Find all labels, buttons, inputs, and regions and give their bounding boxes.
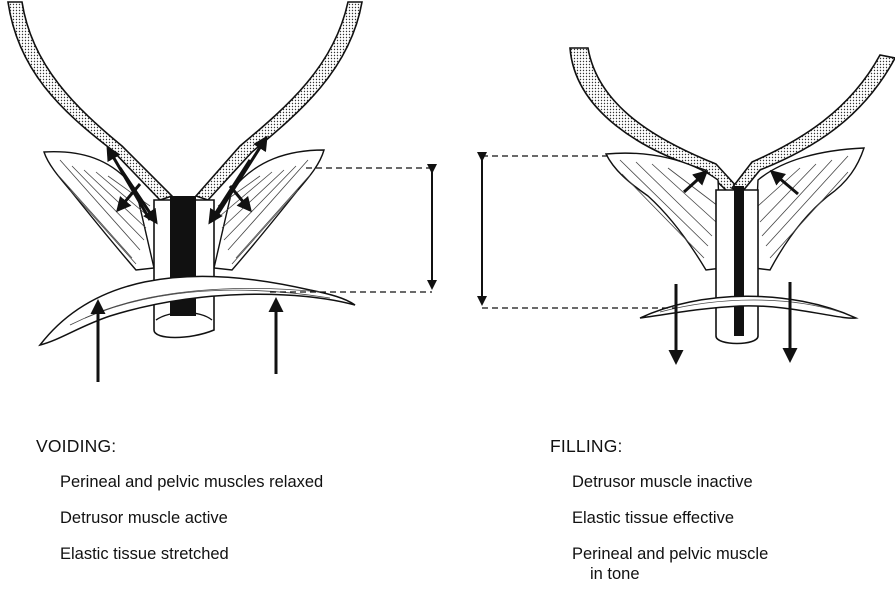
filling-heading: FILLING:: [550, 438, 623, 456]
urethra-lumen-filling: [734, 186, 744, 336]
filling-line-2: Elastic tissue effective: [572, 510, 734, 527]
filling-line-1: Detrusor muscle inactive: [572, 474, 753, 491]
filling-line-4: in tone: [590, 566, 640, 583]
filling-illustration: [482, 48, 895, 362]
voiding-heading: VOIDING:: [36, 438, 116, 456]
filling-line-3: Perineal and pelvic muscle: [572, 546, 768, 563]
bladder-neck-diagram: [0, 0, 895, 400]
filling-caption: FILLING: Detrusor muscle inactive Elasti…: [550, 438, 880, 588]
voiding-line-2: Detrusor muscle active: [60, 510, 228, 527]
voiding-caption: VOIDING: Perineal and pelvic muscles rel…: [36, 438, 476, 588]
voiding-line-3: Elastic tissue stretched: [60, 546, 229, 563]
voiding-line-1: Perineal and pelvic muscles relaxed: [60, 474, 323, 491]
voiding-illustration: [8, 2, 432, 382]
